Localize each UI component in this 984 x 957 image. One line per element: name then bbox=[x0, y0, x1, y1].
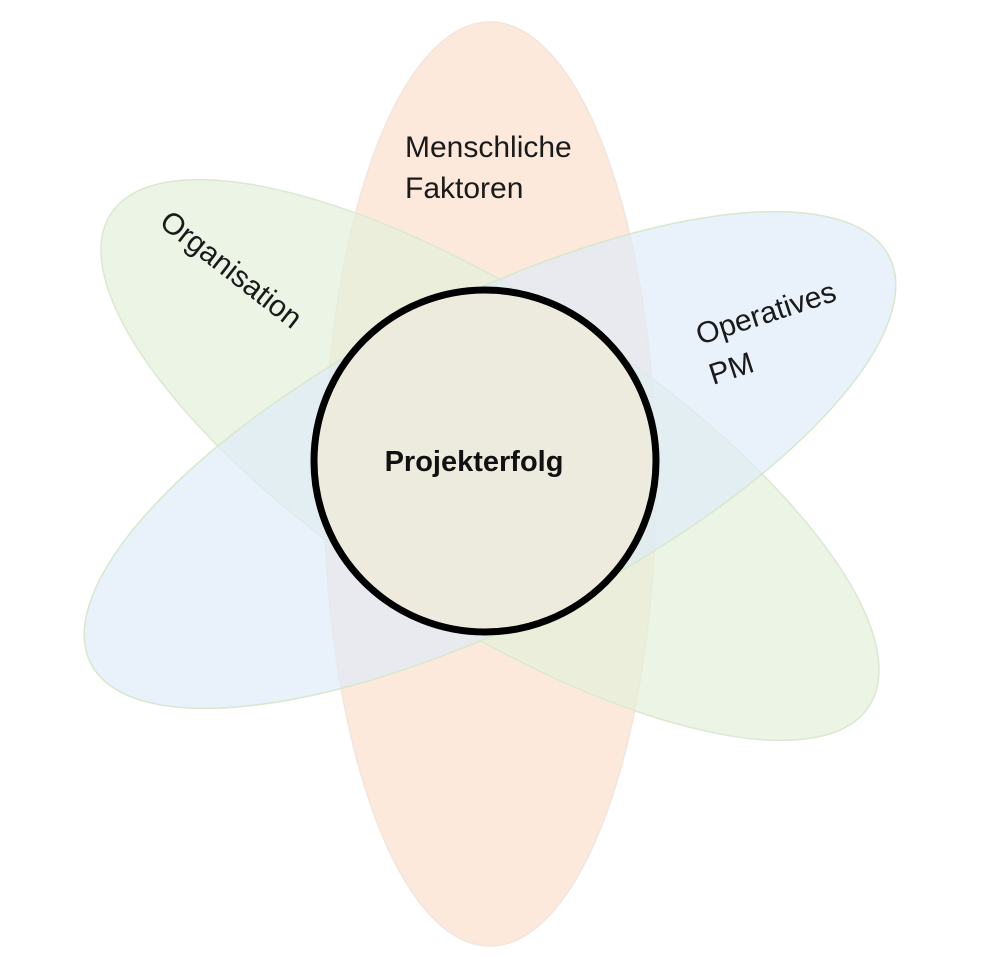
label-human-factors-line2: Faktoren bbox=[405, 172, 523, 205]
center-circle bbox=[310, 286, 660, 636]
label-human-factors-line1: Menschliche bbox=[405, 131, 572, 164]
label-project-success: Projekterfolg bbox=[385, 446, 564, 478]
